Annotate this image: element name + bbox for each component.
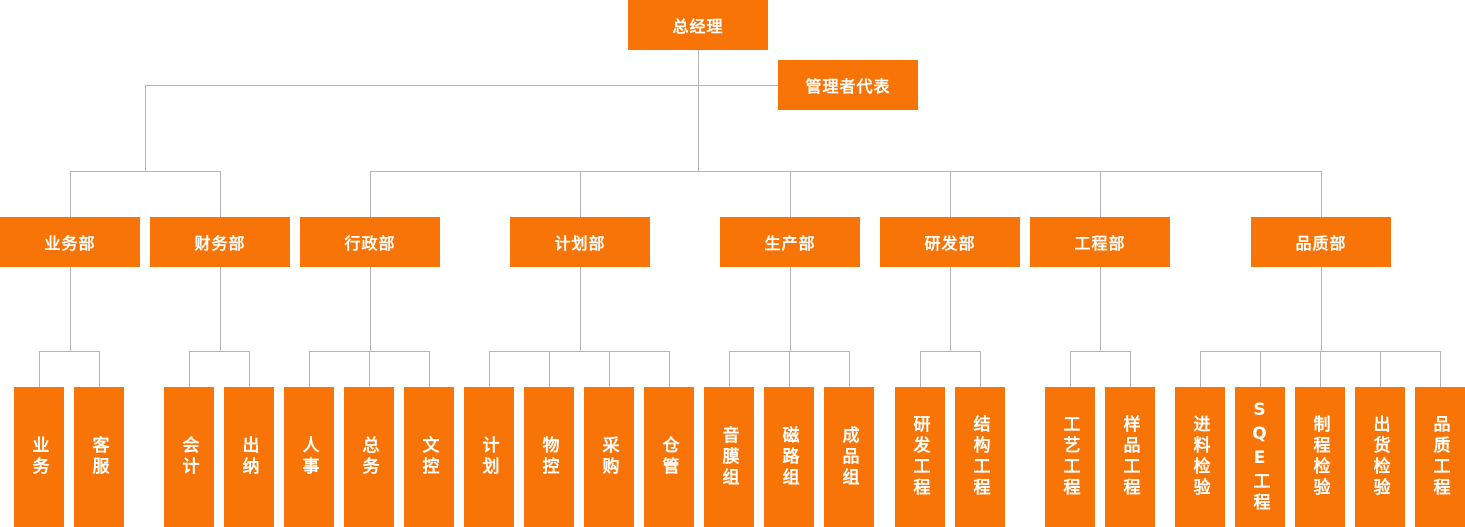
node-general-manager: 总经理	[628, 0, 768, 50]
node-sub-cashier: 出纳	[224, 387, 274, 527]
node-sub-structural-engineering: 结构工程	[955, 387, 1005, 527]
node-sub-customer-service: 客服	[74, 387, 124, 527]
node-sub-planning: 计划	[464, 387, 514, 527]
node-sub-document-control: 文控	[404, 387, 454, 527]
node-sub-hr: 人事	[284, 387, 334, 527]
node-dept-quality: 品质部	[1251, 217, 1391, 267]
node-sub-process-engineering: 工艺工程	[1045, 387, 1095, 527]
node-sub-process-inspection: 制程检验	[1295, 387, 1345, 527]
node-sub-rnd-engineering: 研发工程	[895, 387, 945, 527]
node-dept-planning: 计划部	[510, 217, 650, 267]
node-management-representative: 管理者代表	[778, 60, 918, 110]
node-dept-rnd: 研发部	[880, 217, 1020, 267]
node-sub-quality-engineering: 品质工程	[1415, 387, 1465, 527]
node-sub-purchasing: 采购	[584, 387, 634, 527]
node-sub-sales: 业务	[14, 387, 64, 527]
node-sub-material-control: 物控	[524, 387, 574, 527]
node-sub-warehouse: 仓管	[644, 387, 694, 527]
node-dept-finance: 财务部	[150, 217, 290, 267]
node-sub-sqe-engineering: SQE工程	[1235, 387, 1285, 527]
node-dept-sales: 业务部	[0, 217, 140, 267]
node-sub-incoming-inspection: 进料检验	[1175, 387, 1225, 527]
node-sub-finished-product-team: 成品组	[824, 387, 874, 527]
node-sub-magnetic-circuit-team: 磁路组	[764, 387, 814, 527]
node-dept-production: 生产部	[720, 217, 860, 267]
node-sub-diaphragm-team: 音膜组	[704, 387, 754, 527]
node-dept-admin: 行政部	[300, 217, 440, 267]
node-sub-outgoing-inspection: 出货检验	[1355, 387, 1405, 527]
node-dept-engineering: 工程部	[1030, 217, 1170, 267]
node-sub-sample-engineering: 样品工程	[1105, 387, 1155, 527]
node-sub-general-affairs: 总务	[344, 387, 394, 527]
node-sub-accounting: 会计	[164, 387, 214, 527]
